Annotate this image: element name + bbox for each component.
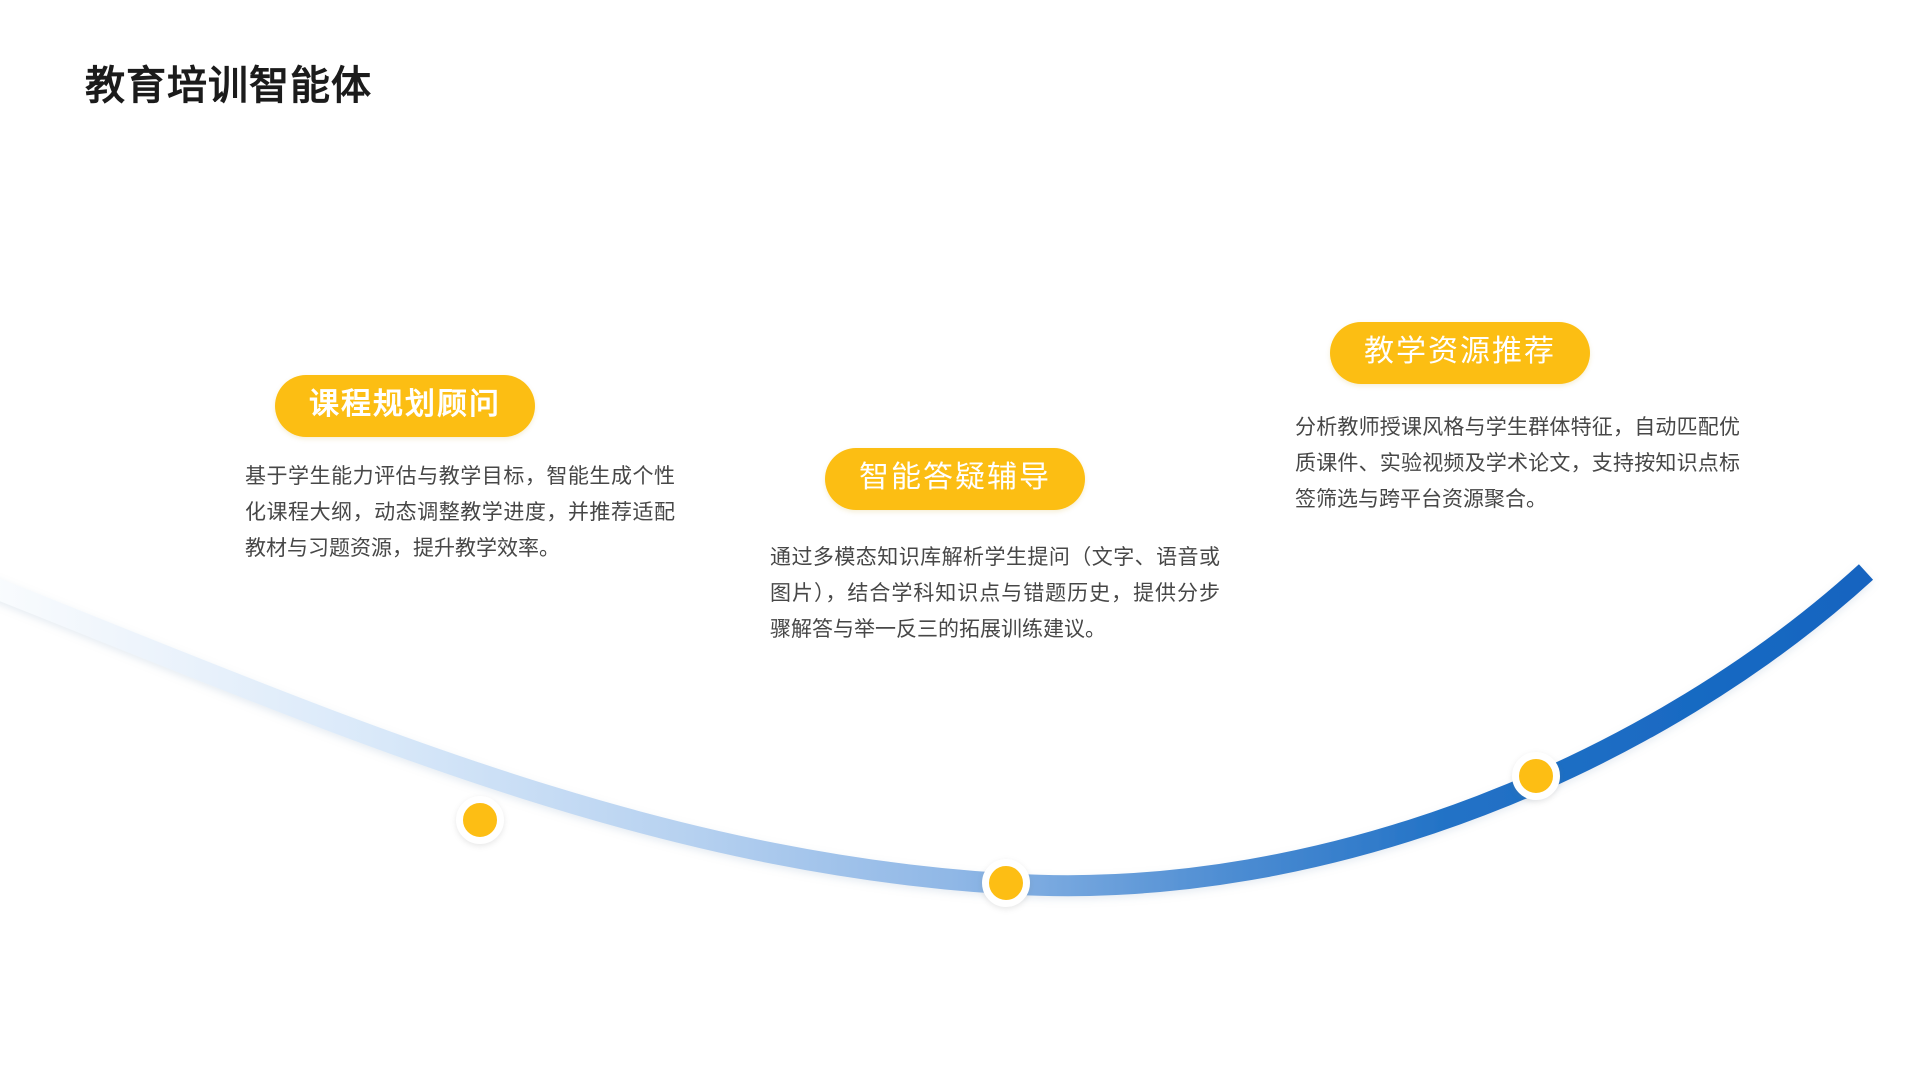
milestone-dot-3[interactable]	[1512, 752, 1560, 800]
feature-badge-intelligent-qa-tutoring[interactable]: 智能答疑辅导	[825, 448, 1085, 510]
milestone-dot-2[interactable]	[982, 859, 1030, 907]
feature-block-intelligent-qa-tutoring: 智能答疑辅导 通过多模态知识库解析学生提问（文字、语音或图片），结合学科知识点与…	[770, 448, 1220, 648]
feature-body-intelligent-qa-tutoring: 通过多模态知识库解析学生提问（文字、语音或图片），结合学科知识点与错题历史，提供…	[770, 545, 1220, 641]
badge-wrap: 智能答疑辅导	[770, 448, 1220, 510]
badge-wrap: 课程规划顾问	[245, 375, 675, 437]
feature-block-course-planning-advisor: 课程规划顾问 基于学生能力评估与教学目标，智能生成个性化课程大纲，动态调整教学进…	[245, 375, 675, 567]
badge-wrap: 教学资源推荐	[1295, 322, 1740, 384]
feature-badge-teaching-resource-recommendation[interactable]: 教学资源推荐	[1330, 322, 1590, 384]
feature-badge-course-planning-advisor[interactable]: 课程规划顾问	[275, 375, 535, 437]
page-title: 教育培训智能体	[85, 64, 372, 108]
feature-block-teaching-resource-recommendation: 教学资源推荐 分析教师授课风格与学生群体特征，自动匹配优质课件、实验视频及学术论…	[1295, 322, 1740, 518]
feature-body-teaching-resource-recommendation: 分析教师授课风格与学生群体特征，自动匹配优质课件、实验视频及学术论文，支持按知识…	[1295, 415, 1740, 511]
milestone-dot-1[interactable]	[456, 796, 504, 844]
feature-body-course-planning-advisor: 基于学生能力评估与教学目标，智能生成个性化课程大纲，动态调整教学进度，并推荐适配…	[245, 464, 675, 560]
